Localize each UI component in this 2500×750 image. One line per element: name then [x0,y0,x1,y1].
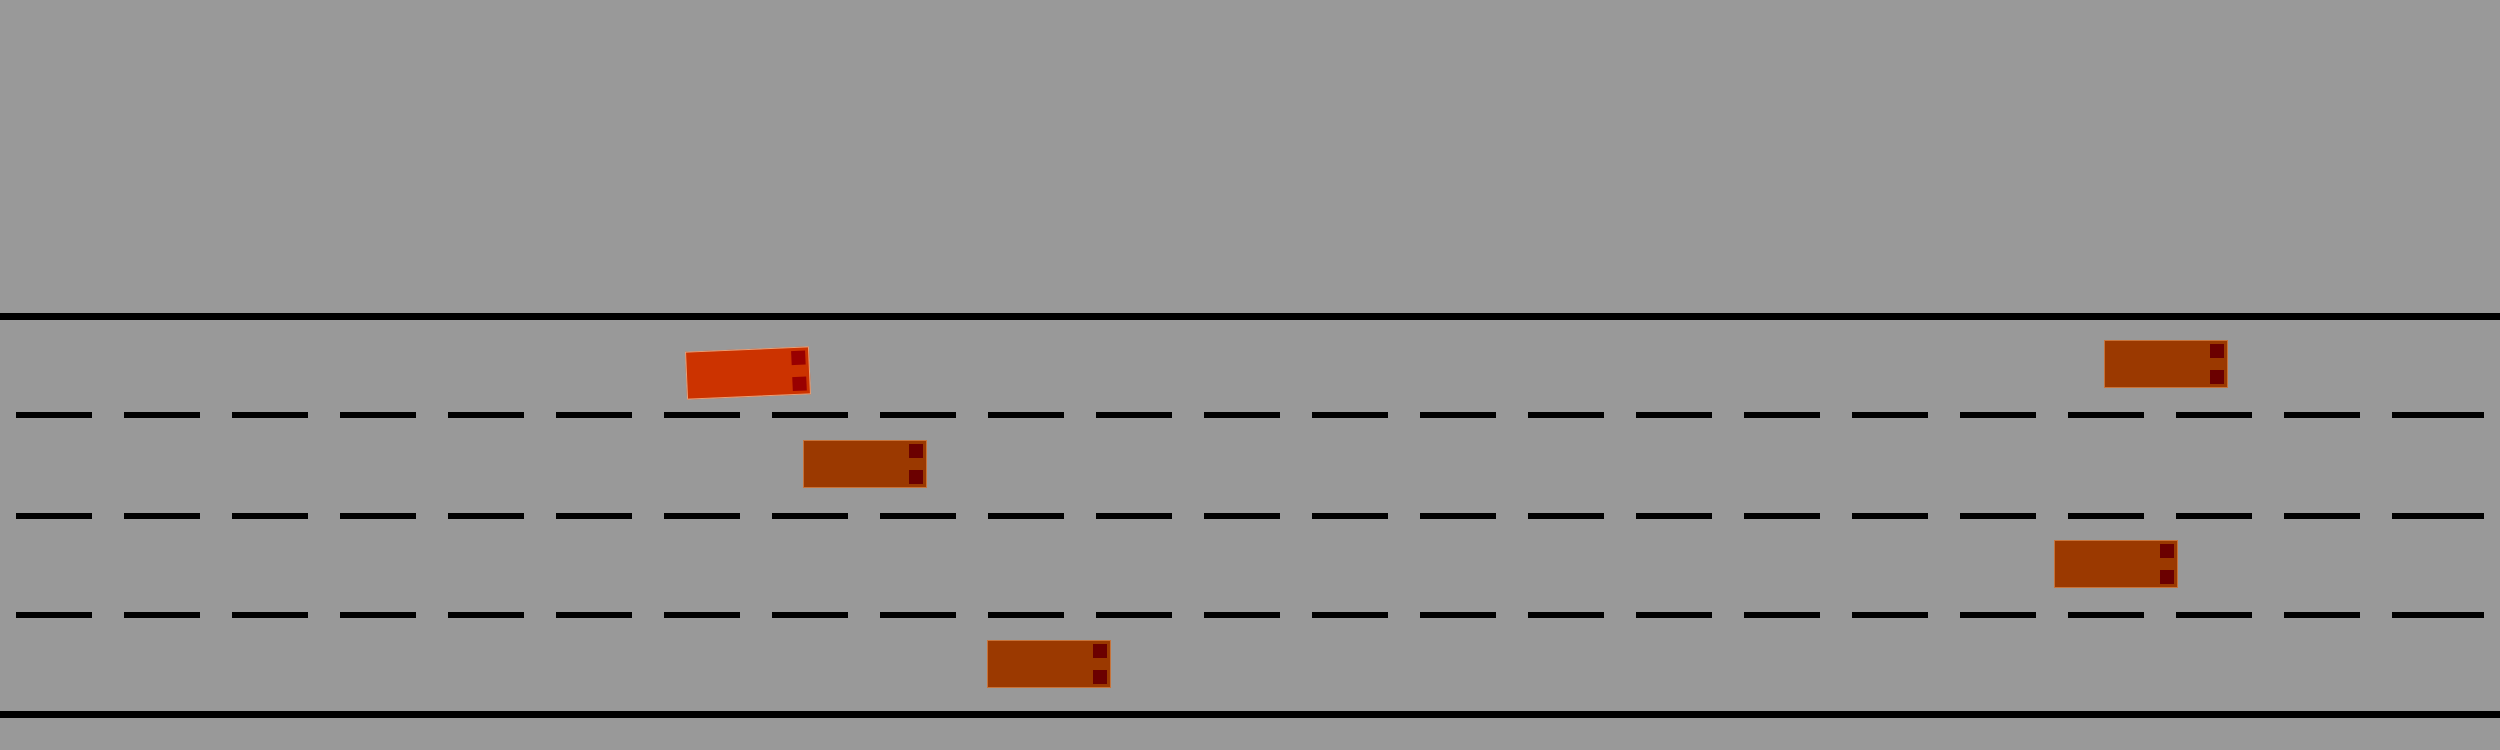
other-vehicle [987,640,1111,688]
road-edge-top [0,313,2500,320]
ego-vehicle-body [685,346,811,400]
vehicle-light [2210,344,2224,358]
vehicle-light [2210,370,2224,384]
road-edge-bottom [0,711,2500,718]
vehicle-light [2160,570,2174,584]
vehicle-light [2160,544,2174,558]
vehicle-light [909,444,923,458]
vehicle-light [1093,670,1107,684]
lane-divider [0,412,2500,418]
vehicle-light [1093,644,1107,658]
other-vehicle [803,440,927,488]
vehicle-light [791,350,806,366]
vehicle-light [792,376,807,392]
other-vehicle [2054,540,2178,588]
other-vehicle [2104,340,2228,388]
lane-divider [0,612,2500,618]
ego-vehicle [685,346,811,400]
lane-divider [0,513,2500,519]
vehicle-light [909,470,923,484]
